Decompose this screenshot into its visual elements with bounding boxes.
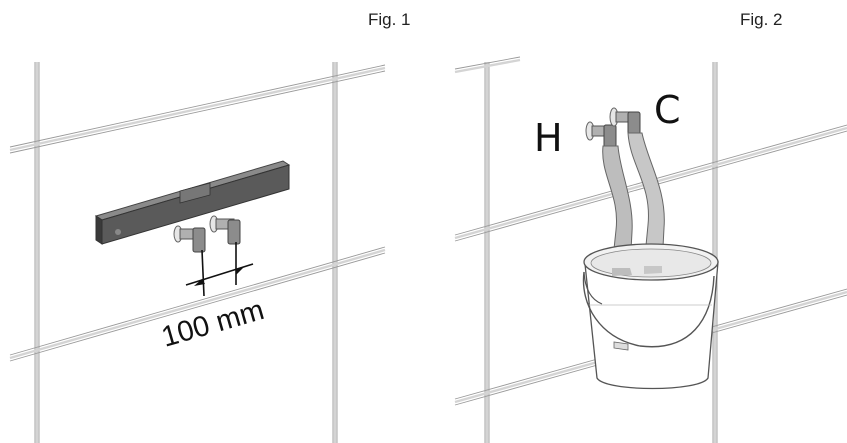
hot-label: H xyxy=(534,116,563,160)
bucket xyxy=(582,243,719,390)
cold-label: C xyxy=(654,88,681,132)
wall-connector-right xyxy=(209,215,241,245)
figure-1-wall-tiles xyxy=(9,62,386,443)
wall-connector-left xyxy=(173,225,206,253)
cold-connector xyxy=(609,107,641,135)
hot-connector xyxy=(585,121,617,148)
dimension-marker xyxy=(185,242,254,297)
spirit-level xyxy=(94,160,291,245)
figure-2-label: Fig. 2 xyxy=(740,10,783,29)
figure-1-label: Fig. 1 xyxy=(368,10,411,29)
